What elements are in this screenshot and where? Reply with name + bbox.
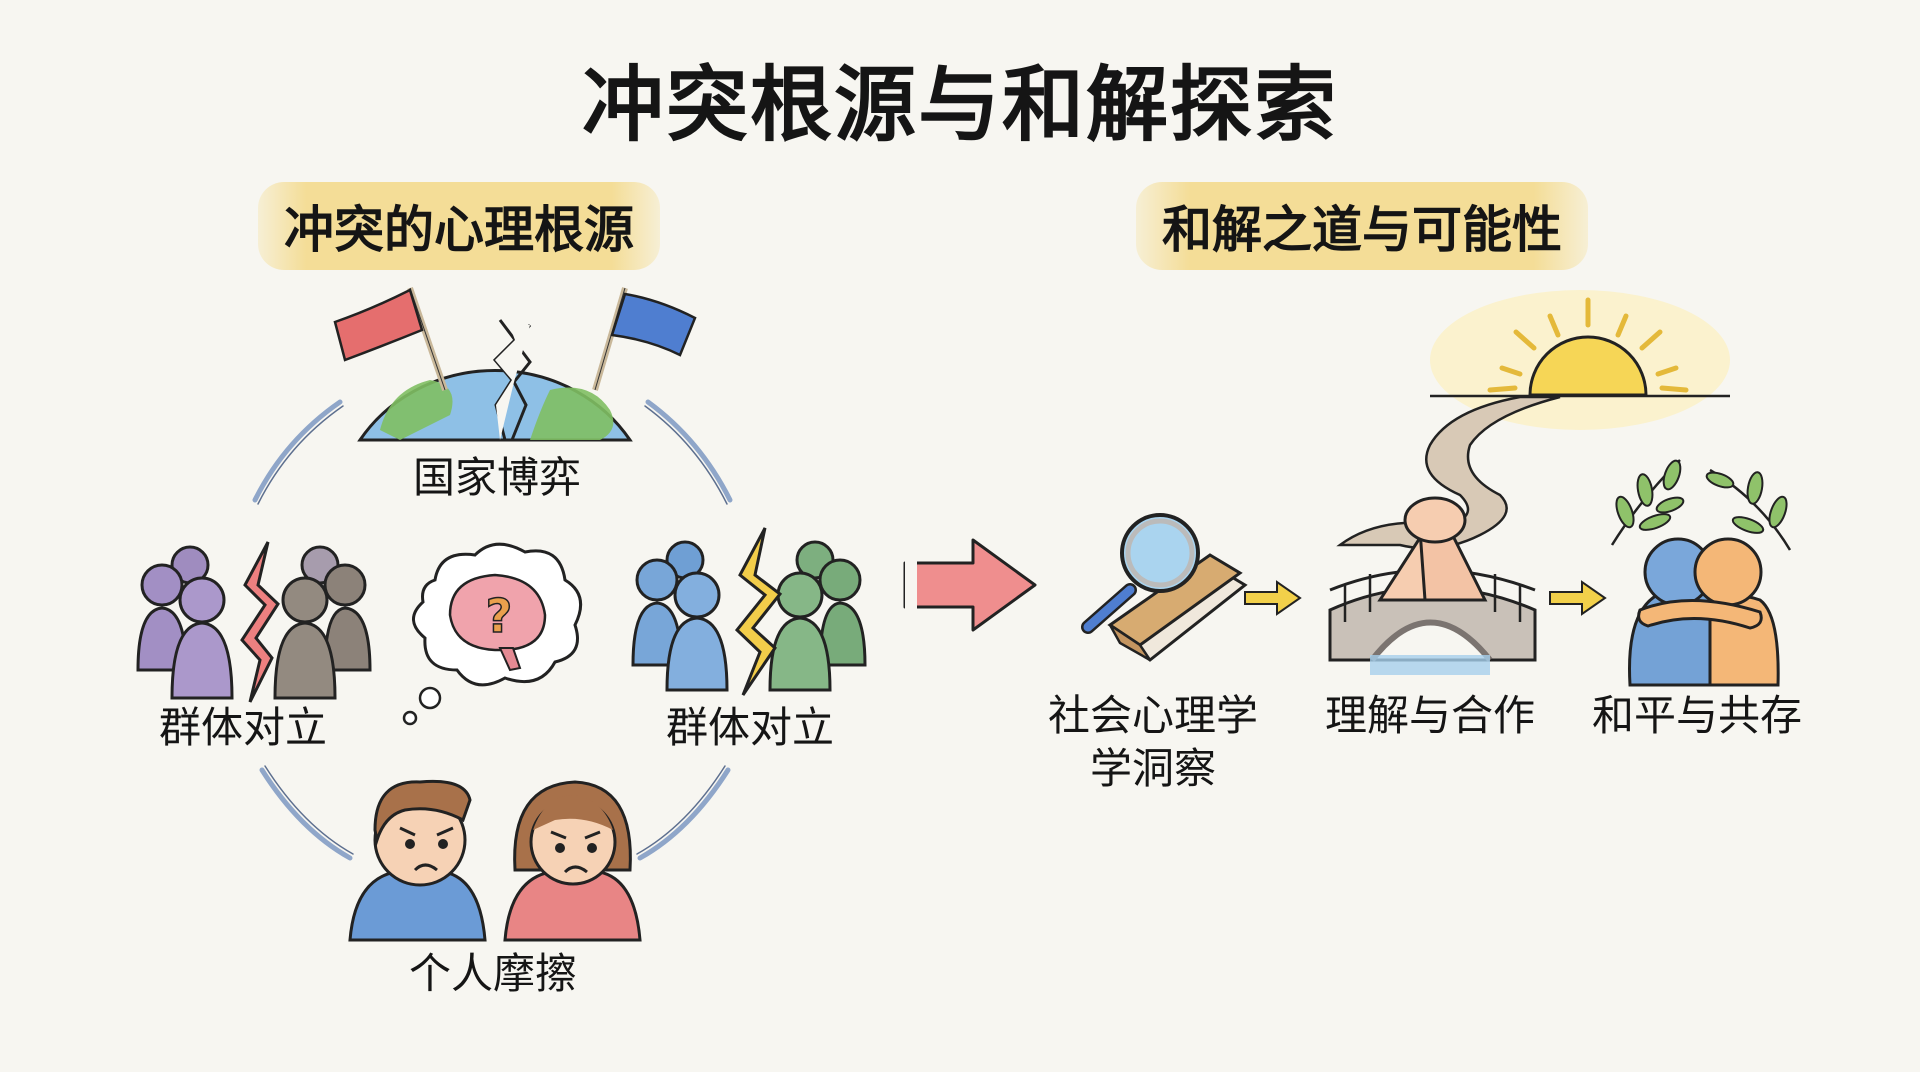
main-arrow-icon <box>903 538 1037 632</box>
winding-path-icon <box>1336 395 1561 550</box>
svg-text:?: ? <box>486 589 513 643</box>
group-conflict-icon-left <box>136 541 372 703</box>
node-label-group-left: 群体对立 <box>158 703 327 752</box>
right-section-heading: 和解之道与可能性 <box>1136 182 1588 270</box>
step-label-insight-line2: 学洞察 <box>1089 743 1216 793</box>
node-label-personal: 个人摩擦 <box>408 949 577 998</box>
page-title: 冲突根源与和解探索 <box>581 58 1338 153</box>
handshake-bridge-icon <box>1328 496 1537 675</box>
node-label-group-right: 群体对立 <box>665 703 834 752</box>
small-arrow-icon <box>1549 580 1607 616</box>
small-arrow-icon <box>1244 580 1302 616</box>
node-label-national: 国家博弈 <box>412 453 581 502</box>
group-conflict-icon-right <box>631 527 867 696</box>
rising-sun-icon <box>1430 290 1730 430</box>
angry-people-icon <box>348 779 642 942</box>
step-label-insight-line1: 社会心理学 <box>1047 691 1258 740</box>
cracked-globe-icon <box>333 287 697 442</box>
brain-question-icon: ? <box>402 542 583 726</box>
step-label-cooperation: 理解与合作 <box>1324 691 1535 740</box>
magnifier-book-icon <box>1081 513 1248 662</box>
step-label-insight: 社会心理学 学洞察 <box>1038 690 1268 795</box>
step-label-peace: 和平与共存 <box>1591 691 1802 740</box>
hugging-peace-icon <box>1610 459 1792 687</box>
left-section-heading: 冲突的心理根源 <box>258 182 660 270</box>
